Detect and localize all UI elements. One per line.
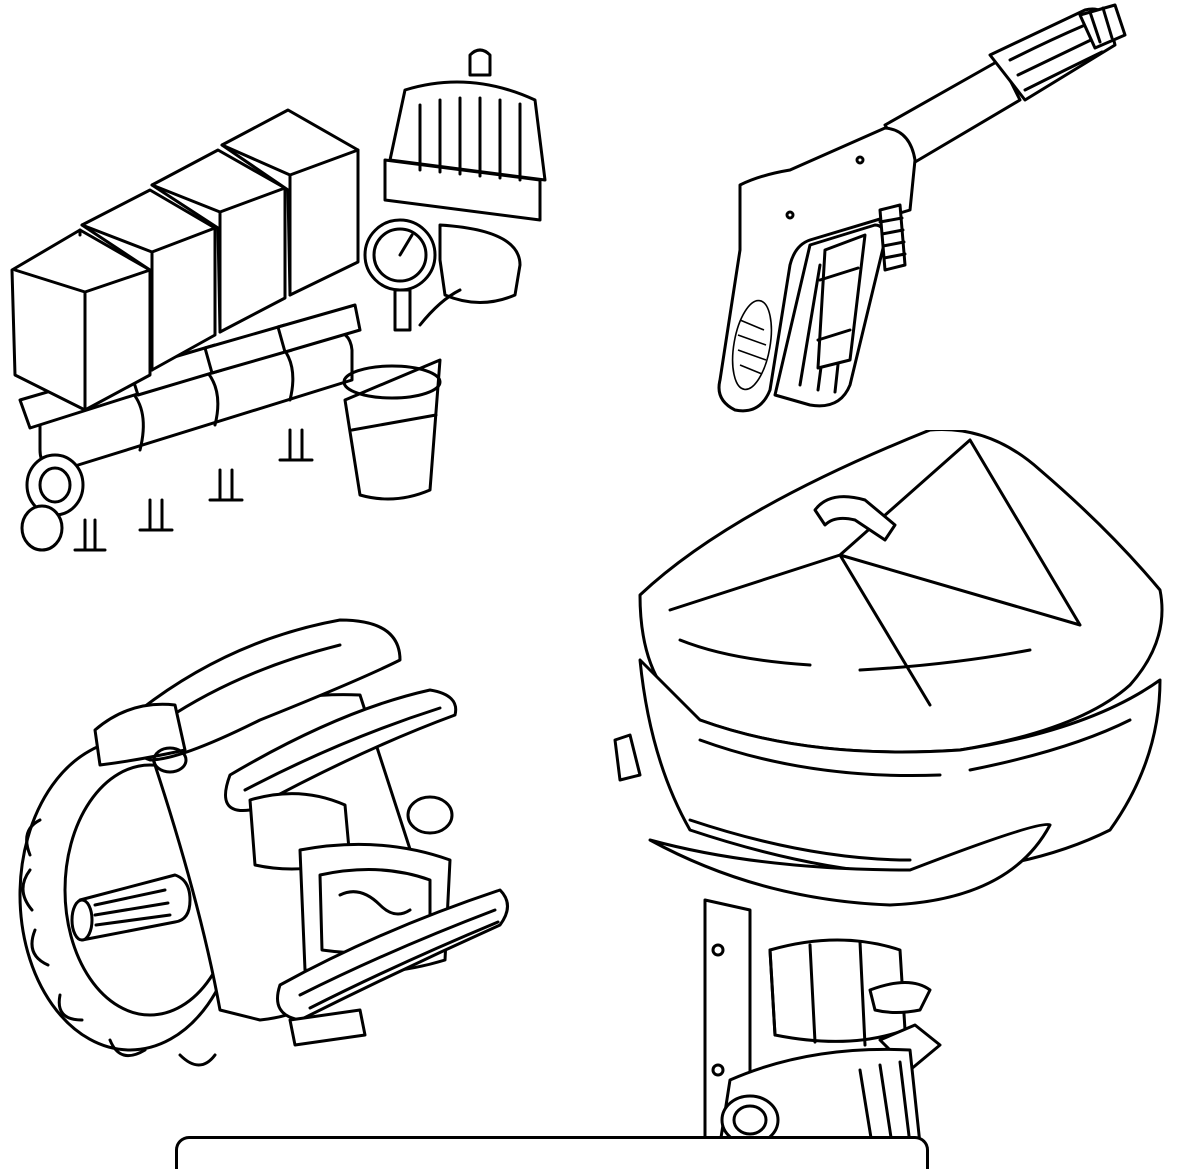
spray-gun-illustration bbox=[700, 0, 1177, 425]
diaphragm-pump-illustration bbox=[0, 600, 520, 1100]
chemical-hopper-illustration bbox=[610, 430, 1177, 1144]
valve-manifold-illustration bbox=[0, 30, 585, 575]
caption-frame bbox=[175, 1136, 929, 1169]
